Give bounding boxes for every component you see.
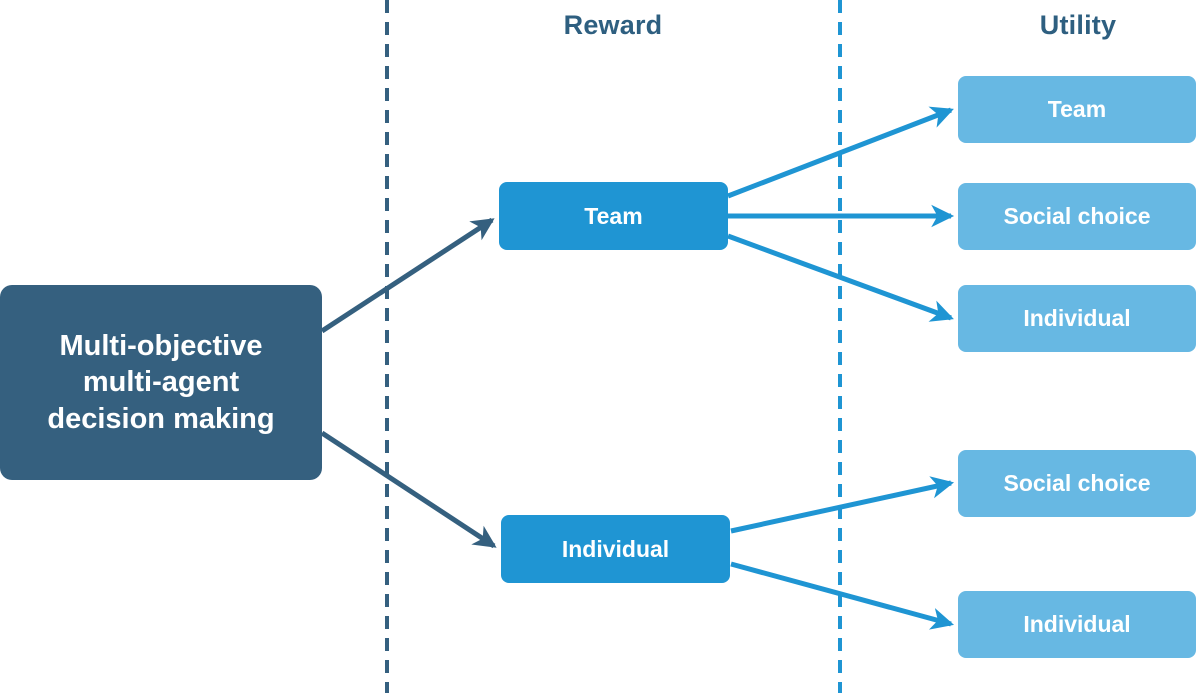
edge-root-to-reward-team [320,217,495,334]
column-header-reward: Reward [563,10,663,40]
edge-reward-individual-to-utility-social-choice [730,476,955,534]
edge-root-to-reward-individual [320,430,497,549]
node-utility-team[interactable]: Team [958,76,1196,143]
node-root-line-1: Multi-objective [59,330,263,363]
node-utility-individual-top[interactable]: Individual [958,285,1196,352]
node-utility-social-choice-top[interactable]: Social choice [958,183,1196,250]
edge-reward-team-to-utility-team [727,106,954,199]
node-reward-team[interactable]: Team [499,182,728,250]
node-root[interactable]: Multi-objective multi-agent decision mak… [0,285,322,480]
node-utility-individual-bottom[interactable]: Individual [958,591,1196,658]
edge-reward-individual-to-utility-individual [730,561,955,630]
edge-reward-team-to-utility-individual [727,233,954,322]
node-utility-social-choice-bottom[interactable]: Social choice [958,450,1196,517]
node-root-line-2: multi-agent [82,366,240,399]
node-root-line-3: decision making [47,402,275,435]
node-reward-individual[interactable]: Individual [501,515,730,583]
column-header-utility: Utility [1039,10,1117,40]
